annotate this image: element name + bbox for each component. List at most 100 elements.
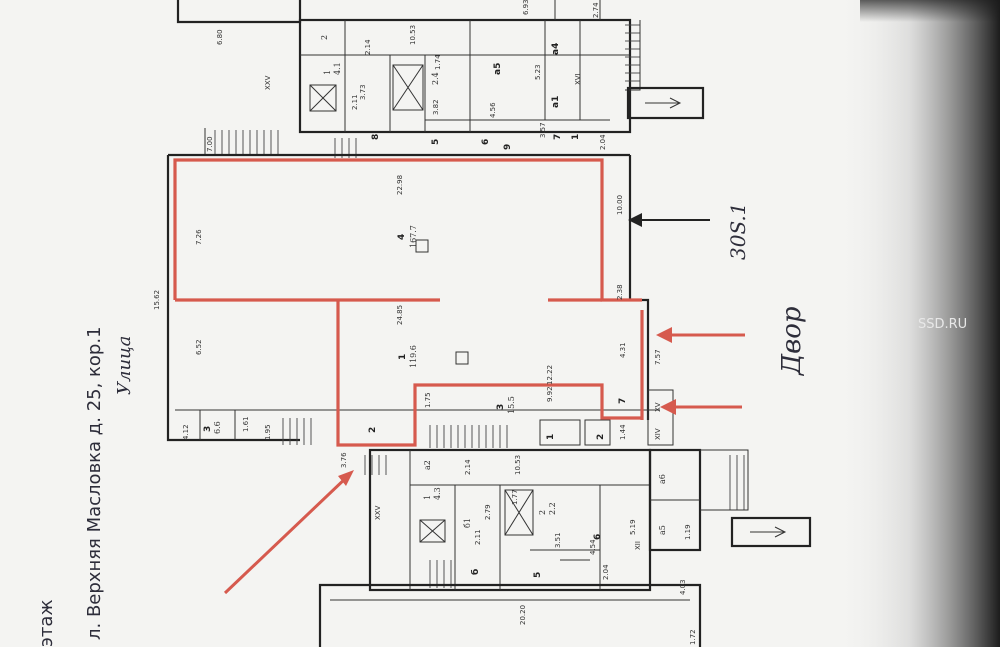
room-4-number: 4 [397,234,407,240]
room-bot-2-area: 2.2 [548,502,557,515]
room-4-area: 167.7 [409,225,418,248]
dim-1-61: 1.61 [242,416,250,432]
roman-xii: XII [634,541,642,550]
dim-22-98: 22.98 [396,175,404,195]
dim-3-76: 3.76 [340,452,348,468]
room-bot-a2: а2 [423,460,432,470]
roman-xxv-bottom: XXV [374,505,382,520]
dim-10-53-top: 10.53 [409,25,417,45]
room-top-a4: а1 [551,96,561,108]
street-label: Улица [114,336,135,395]
room-top-6: 6 [481,139,491,145]
highlight-outline [173,158,644,447]
dim-2-11: 2.11 [474,529,482,545]
room-bot-2: 2 [538,510,547,515]
plan-floor-label: этаж [36,599,57,647]
room-top-a5: а4 [551,43,561,55]
entrance-arrows [223,213,745,595]
room-bot-b1: б1 [463,518,472,528]
dim-5-19: 5.19 [629,519,637,535]
roman-labels: XXV XVI XV XIV XXV XII [264,73,662,550]
main-block [166,153,674,448]
dim-5-23: 5.23 [534,64,542,80]
dim-7-00: 7.00 [206,136,214,152]
dim-3-57: 3.57 [539,122,547,138]
dim-1-44: 1.44 [619,424,627,440]
dim-2-04-top: 2.04 [599,134,607,150]
room-3-area: 15.5 [507,396,516,414]
dim-4-54: 4.54 [589,539,597,555]
dim-1-72: 1.72 [689,629,697,645]
dim-1-74: 1.74 [434,54,442,70]
dim-4-12: 4.12 [182,424,190,440]
dim-3-51: 3.51 [554,532,562,548]
dimension-labels: 7.00 22.98 7.26 10.00 15.62 6.52 24.85 2… [153,0,697,645]
room-left-3-area: 6.6 [213,421,222,434]
building-tag: 30S.1 [726,202,750,260]
room-bot-b: б [470,569,481,575]
arrow-right-lower-icon [660,399,676,415]
room-right-2-number: 2 [596,434,606,440]
dim-2-14-top: 2.14 [364,39,372,55]
dim-20-20: 20.20 [519,605,527,625]
dim-2-74: 2.74 [592,2,600,18]
watermark: SSD.RU [918,317,967,332]
dim-24-85: 24.85 [396,305,404,325]
dim-2-79: 2.79 [484,504,492,520]
room-bot-a5: а5 [658,525,667,535]
room-top-b: а5 [493,63,503,75]
dim-1-19: 1.19 [684,524,692,540]
dim-2-11-top: 2.11 [351,94,359,110]
roman-xxv-top: XXV [264,75,272,90]
dim-2-38: 2.38 [616,284,624,300]
room-bot-5: 5 [533,572,543,578]
dim-1-77: 1.77 [511,489,519,505]
plan-address: л. Верхняя Масловка д. 25, кор.1 [84,326,105,640]
room-bot-a6: а6 [658,474,667,484]
dim-6-80: 6.80 [216,29,224,45]
room-top-2: 2 [320,35,329,40]
room-left-3-number: 3 [203,426,213,432]
dim-4-56: 4.56 [489,102,497,118]
dim-3-82: 3.82 [432,99,440,115]
yard-label: Двор [777,306,807,376]
dim-10-53: 10.53 [514,455,522,475]
dim-6-52: 6.52 [195,339,203,355]
room-top-8: 8 [371,134,381,140]
room-bot-6: 6 [593,534,603,540]
dim-4-03: 4.03 [679,579,687,595]
dim-2-14: 2.14 [464,459,472,475]
room-top-1b: 1 [323,70,332,75]
top-wing [176,0,705,158]
dim-3-73: 3.73 [359,84,367,100]
room-right-1-number: 1 [546,434,556,440]
room-top-1b-area: 4.1 [333,62,342,75]
dim-12-22: 12.22 [546,365,554,385]
room-bot-1-area: 4.3 [433,487,442,500]
room-top-9: 9 [503,144,513,150]
roman-xiv: XIV [654,428,662,440]
room-top-1: 1 [571,134,581,140]
room-top-5: 5 [431,139,441,145]
room-2-number: 2 [368,427,378,433]
roman-xv: XV [654,402,662,412]
dim-10-00: 10.00 [616,195,624,215]
room-top-2-area: 2.4 [431,72,440,85]
room-7-number: 7 [618,398,628,404]
dim-4-31: 4.31 [619,342,627,358]
dim-6-93: 6.93 [522,0,530,15]
dim-1-75: 1.75 [424,392,432,408]
dim-7-57: 7.57 [654,349,662,365]
room-bot-1: 1 [423,495,432,500]
dim-9-92: 9.92 [546,386,554,402]
dim-1-95: 1.95 [264,424,272,440]
arrow-diagonal-icon [338,470,354,486]
arrow-pointer-icon [628,213,642,227]
page-shadow-right [835,0,1000,647]
room-3-number: 3 [496,404,506,410]
dim-7-26: 7.26 [195,229,203,245]
room-1-area: 119.6 [409,345,418,368]
room-labels: 4 167.7 1 119.6 3 15.5 2 7 3 6.6 1 2 8 5… [203,35,667,578]
arrow-right-upper-icon [656,327,672,343]
